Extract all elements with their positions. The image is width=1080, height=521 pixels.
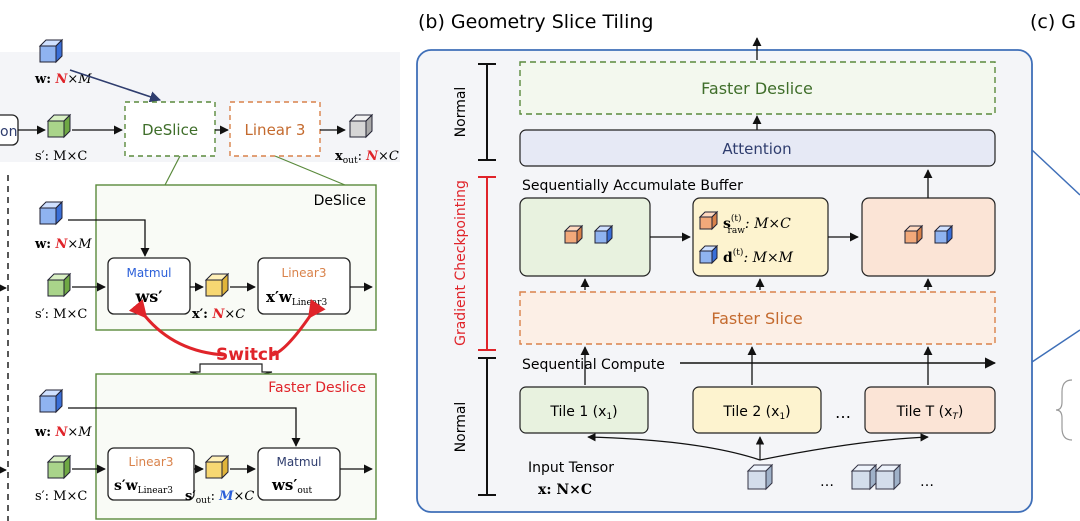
buffer-orange-blue-cube-icon: [934, 225, 953, 244]
middle-panel: (b) Geometry Slice Tiling Normal Gradien…: [416, 11, 1033, 513]
xprime-cube-icon: [205, 273, 229, 297]
attention-label: Attention: [722, 140, 791, 158]
linear3-mid-box: [257, 257, 351, 315]
geometry-panel-frame: [416, 49, 1033, 513]
input-ellipsis-2: …: [920, 474, 934, 490]
matmul-mid-expr: ws′: [135, 287, 163, 306]
faster-deslice-panel-title: Faster Deslice: [268, 380, 366, 396]
linear3-top-label: Linear 3: [245, 121, 306, 139]
switch-label: Switch: [216, 345, 280, 365]
linear3-bot-box: [107, 447, 195, 501]
faster-slice-label: Faster Slice: [711, 309, 802, 328]
w-to-deslice-arrow: [69, 69, 162, 103]
d-text: d(t): M×M: [723, 247, 794, 266]
w-top-text: w: N×M: [34, 72, 92, 87]
input-cube-2-icon: [851, 464, 877, 490]
deslice-top-label: DeSlice: [142, 121, 198, 139]
s-bot-cube-icon: [47, 455, 71, 479]
faster-slice-box: [519, 291, 996, 345]
tile1-label: Tile 1 (x1): [549, 404, 617, 422]
zoom-line-c-bottom: [1031, 329, 1080, 363]
buffer-box-orange: [861, 197, 996, 277]
w-mid-cube-icon: [39, 201, 63, 225]
input-cube-3-icon: [875, 464, 901, 490]
w-bot-text: w: N×M: [34, 425, 92, 440]
normal-bottom-label: Normal: [453, 402, 469, 453]
matmul-mid-box: [107, 257, 191, 315]
seq-accum-label: Sequentially Accumulate Buffer: [522, 178, 743, 194]
deslice-panel-title: DeSlice: [314, 193, 366, 209]
tiles-ellipsis: …: [835, 403, 851, 422]
sout-cube-icon: [205, 455, 229, 479]
linear3-mid-label: Linear3: [282, 266, 327, 280]
partial-box-label: on: [0, 124, 17, 140]
matmul-bot-box: [257, 447, 341, 501]
left-panel: w: N×M on s′: M×C DeSlice Linear 3 xout:…: [0, 39, 400, 521]
zoom-line-right: [274, 155, 346, 186]
buffer-orange-orange-cube-icon: [904, 225, 923, 244]
s-raw-text: s(t)raw: M×C: [723, 213, 791, 236]
input-ellipsis-1: …: [820, 474, 834, 490]
buffer-box-green: [519, 197, 651, 277]
input-cube-1-icon: [747, 464, 773, 490]
w-top-cube-icon: [39, 39, 63, 63]
faster-deslice-box: [519, 61, 996, 115]
s-top-text: s′: M×C: [35, 149, 87, 164]
grad-ckpt-label: Gradient Checkpointing: [453, 180, 469, 346]
tileT-box: [864, 386, 996, 434]
input-x-dims: x: N×C: [538, 482, 592, 498]
faster-deslice-label: Faster Deslice: [701, 79, 813, 98]
d-cube-icon: [699, 245, 718, 264]
matmul-bot-label: Matmul: [276, 455, 321, 469]
linear3-bot-expr: s′wLinear3: [114, 478, 173, 496]
s-bot-text: s′: M×C: [35, 489, 87, 504]
w-mid-text: w: N×M: [34, 237, 92, 252]
tile2-label: Tile 2 (x1): [722, 404, 790, 422]
sout-text: s′out: M×C: [185, 489, 254, 506]
s-mid-cube-icon: [47, 273, 71, 297]
right-panel-partial: (c) G: [1030, 11, 1080, 441]
w-bot-arrow: [68, 407, 301, 447]
panel-c-title: (c) G: [1030, 11, 1076, 33]
matmul-mid-label: Matmul: [126, 266, 171, 280]
seq-compute-label: Sequential Compute: [522, 357, 665, 373]
input-tensor-label: Input Tensor: [528, 460, 614, 476]
xout-cube-icon: [349, 114, 373, 138]
zoom-line-c-top: [1031, 149, 1080, 196]
switch-arc-right: [271, 299, 326, 357]
attention-box: [519, 129, 996, 167]
xprime-text: x′: N×C: [192, 307, 245, 322]
w-bot-cube-icon: [39, 389, 63, 413]
panel-b-title: (b) Geometry Slice Tiling: [418, 11, 653, 33]
w-mid-arrow: [68, 219, 150, 257]
buffer-green-blue-cube-icon: [594, 225, 613, 244]
normal-top-label: Normal: [453, 87, 469, 138]
tileT-label: Tile T (xT): [896, 404, 964, 422]
s-raw-cube-icon: [699, 211, 718, 230]
input-to-tileT-arrow: [759, 433, 929, 461]
xout-text: xout: N×C: [335, 149, 399, 166]
linear3-bot-label: Linear3: [129, 455, 174, 469]
linear3-top-box: [229, 101, 321, 157]
buffer-green-orange-cube-icon: [564, 225, 583, 244]
matmul-bot-expr: ws′out: [271, 476, 313, 496]
brace-icon: [1055, 379, 1073, 441]
s-mid-text: s′: M×C: [35, 307, 87, 322]
tile1-box: [519, 386, 649, 434]
zoom-line-left: [164, 155, 181, 186]
input-to-tile1-arrow: [587, 433, 761, 461]
s-top-cube-icon: [47, 114, 71, 138]
tile2-box: [692, 386, 822, 434]
switch-arc-left: [128, 299, 226, 357]
deslice-top-box: [124, 101, 216, 157]
